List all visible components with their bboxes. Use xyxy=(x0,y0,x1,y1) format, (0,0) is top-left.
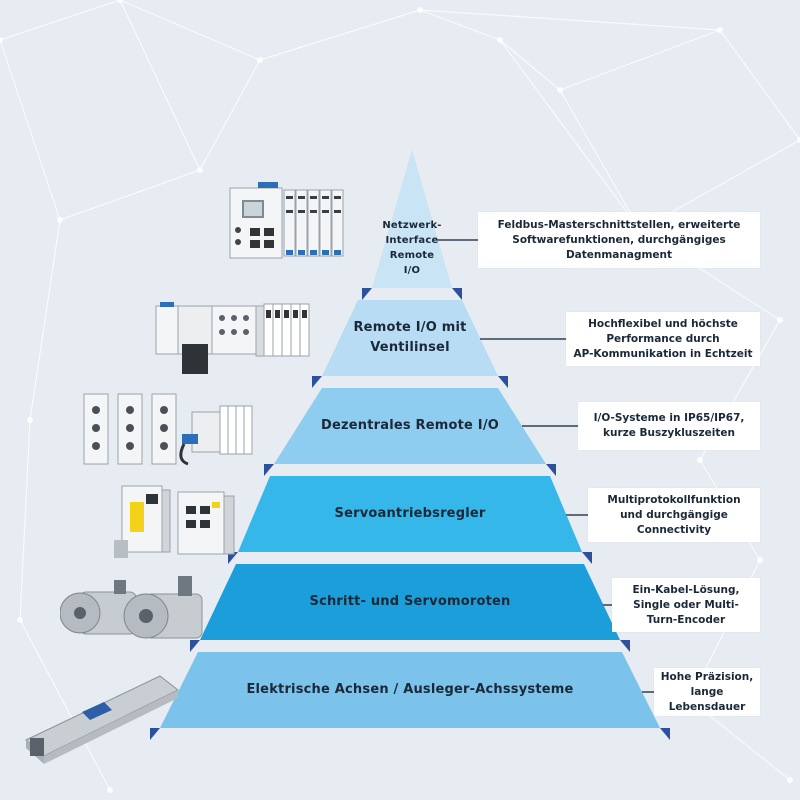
network-node xyxy=(717,27,723,33)
pyramid-tier-2 xyxy=(322,300,498,376)
tier-ledge xyxy=(582,552,592,564)
network-node xyxy=(797,137,800,143)
network-line xyxy=(29,219,61,421)
network-line xyxy=(119,0,201,171)
connector-line xyxy=(642,691,654,693)
network-line xyxy=(559,89,641,231)
network-node xyxy=(787,777,793,783)
network-line xyxy=(559,29,721,91)
network-node xyxy=(557,87,563,93)
pyramid-level-label: Servoantriebsregler xyxy=(334,506,486,521)
network-line xyxy=(19,619,111,791)
network-line xyxy=(19,419,31,621)
network-node xyxy=(17,617,23,623)
tier-ledge xyxy=(498,376,508,388)
network-line xyxy=(719,29,800,141)
level-description-box: Ein-Kabel-Lösung, Single oder Multi- Tur… xyxy=(612,578,760,632)
pyramid-level-label: Remote I/O mit Ventilinsel xyxy=(353,320,467,355)
network-node xyxy=(0,37,3,43)
level-description-box: Hohe Präzision, lange Lebensdauer xyxy=(654,668,760,716)
tier-ledge xyxy=(228,552,238,564)
network-node xyxy=(777,317,783,323)
pyramid-tier-5 xyxy=(200,564,620,640)
network-line xyxy=(499,39,561,91)
network-node xyxy=(697,457,703,463)
valve-terminal-icon xyxy=(155,302,310,374)
network-node xyxy=(257,57,263,63)
tier-ledge xyxy=(150,728,160,740)
tier-ledge xyxy=(362,288,372,300)
level-description-box: I/O-Systeme in IP65/IP67, kurze Buszyklu… xyxy=(578,402,760,450)
pyramid-level-label: Schritt- und Servomoroten xyxy=(309,594,511,609)
tier-ledge xyxy=(660,728,670,740)
level-description-box: Hochflexibel und höchste Performance dur… xyxy=(566,312,760,366)
network-node xyxy=(57,217,63,223)
pyramid-level-label: Elektrische Achsen / Ausleger-Achssystem… xyxy=(246,682,574,697)
network-node xyxy=(27,417,33,423)
network-line xyxy=(0,0,121,41)
servo-motor-icon xyxy=(60,576,203,639)
connector-line xyxy=(603,604,612,606)
level-description-box: Feldbus-Masterschnittstellen, erweiterte… xyxy=(478,212,760,268)
network-line xyxy=(419,9,501,41)
network-node xyxy=(107,787,113,793)
tier-ledge xyxy=(546,464,556,476)
connector-line xyxy=(480,338,566,340)
pyramid-tier-1 xyxy=(372,150,452,288)
pyramid-level-label: Netzwerk- Interface Remote I/O xyxy=(382,219,442,276)
tier-ledge xyxy=(312,376,322,388)
tier-ledge xyxy=(190,640,200,652)
connector-line xyxy=(522,425,578,427)
pyramid-tier-6 xyxy=(160,652,660,728)
network-line xyxy=(419,9,721,31)
level-description-box: Multiprotokollfunktion und durchgängige … xyxy=(588,488,760,542)
network-line xyxy=(119,0,261,61)
network-node xyxy=(417,7,423,13)
pyramid-tier-4 xyxy=(238,476,582,552)
tier-ledge xyxy=(452,288,462,300)
network-line xyxy=(59,169,201,221)
servo-drive-icon xyxy=(114,485,235,558)
network-node xyxy=(117,0,123,3)
decentral-io-modules-icon xyxy=(83,393,253,466)
network-node xyxy=(757,557,763,563)
tier-ledge xyxy=(620,640,630,652)
network-line xyxy=(199,59,261,171)
pyramid-tier-3 xyxy=(274,388,546,464)
connector-line xyxy=(438,239,478,241)
network-line xyxy=(499,39,641,231)
connector-line xyxy=(566,514,588,516)
tier-ledge xyxy=(264,464,274,476)
electric-axis-icon xyxy=(25,675,179,764)
network-line xyxy=(259,9,421,61)
network-interface-controller-icon xyxy=(229,182,344,259)
network-line xyxy=(0,39,61,221)
pyramid-level-label: Dezentrales Remote I/O xyxy=(320,418,500,433)
network-node xyxy=(197,167,203,173)
network-node xyxy=(497,37,503,43)
